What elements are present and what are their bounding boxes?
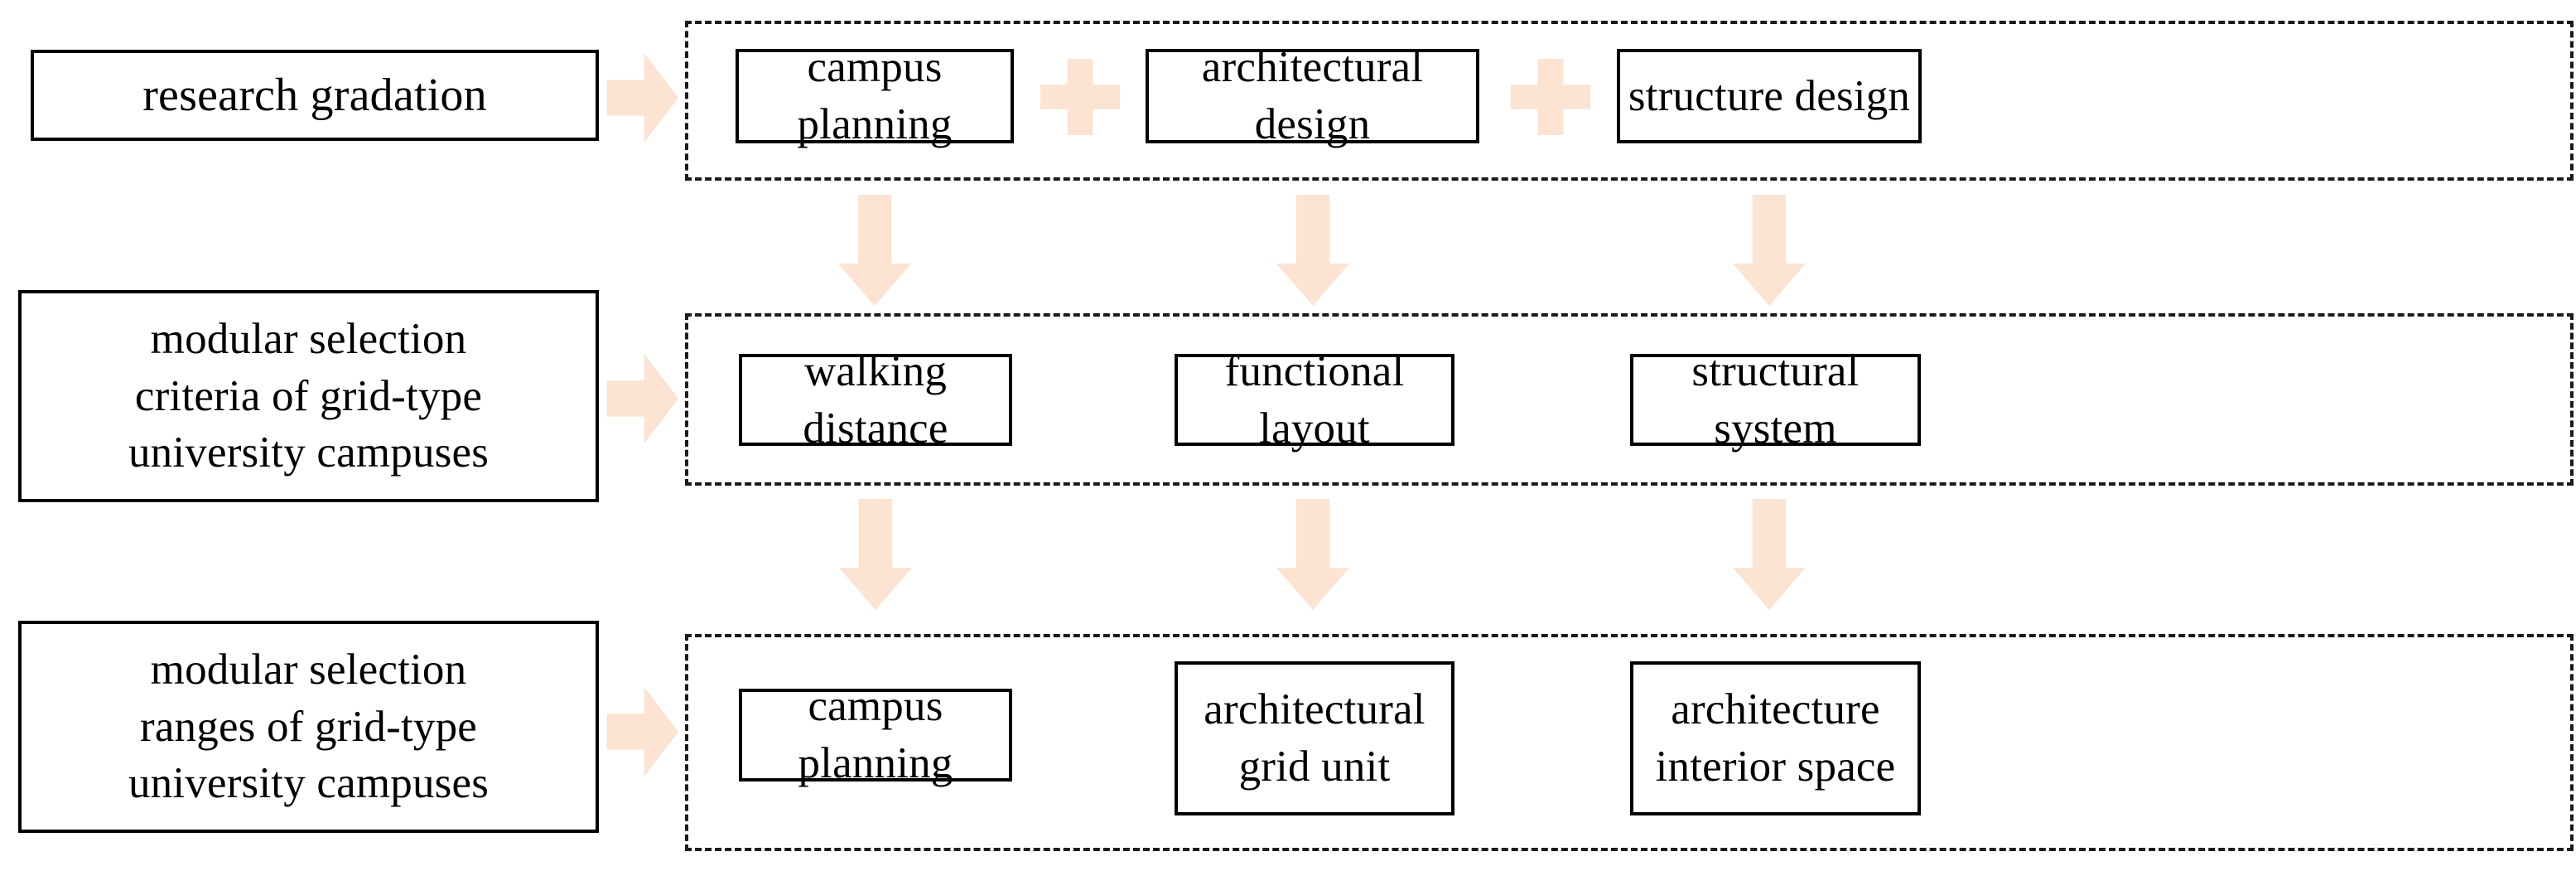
node-campus-planning-row-3: campus planning <box>739 682 1012 787</box>
node-campus-planning-row-1: campus planning <box>736 43 1014 148</box>
node-label: architecture interior space <box>1633 681 1918 796</box>
stage-label-line-2: ranges of grid-type <box>139 702 478 751</box>
stage-box-modular-selection-criteria: modular selection criteria of grid-type … <box>18 290 599 502</box>
node-label: campus planning <box>798 682 953 787</box>
stage-box-research-gradation: research gradation <box>31 50 599 141</box>
node-architectural-design-row-1: architectural design <box>1146 43 1479 148</box>
stage-label-line-2: criteria of grid-type <box>134 371 483 420</box>
stage-label-line-3: university campuses <box>128 759 490 808</box>
group-container-row-2 <box>685 313 2574 486</box>
down-arrow-icon-col-2-row-1-2 <box>1276 195 1349 306</box>
node-label: campus planning <box>797 43 953 148</box>
stage-label-row-3: modular selection ranges of grid-type un… <box>33 641 584 813</box>
node-architectural-grid-unit-row-3: architectural grid unit <box>1175 661 1454 815</box>
node-label-line-2: grid unit <box>1238 743 1391 791</box>
node-structural-system-row-2: structural system <box>1630 347 1921 452</box>
node-label: architectural design <box>1201 43 1424 148</box>
down-arrow-icon-col-1-row-1-2 <box>838 195 911 306</box>
node-label: walking distance <box>803 346 948 452</box>
node-label-line-2: interior space <box>1655 743 1896 791</box>
node-functional-layout-row-2: functional layout <box>1175 347 1454 452</box>
right-arrow-icon-row-1 <box>607 53 678 143</box>
node-label: structure design <box>1628 71 1911 120</box>
node-architecture-interior-space-row-3: architecture interior space <box>1630 661 1921 815</box>
down-arrow-icon-col-3-row-1-2 <box>1733 195 1806 306</box>
node-label-line-1: architecture <box>1671 685 1880 734</box>
node-label: functional layout <box>1224 346 1405 452</box>
node-label: structural system <box>1691 346 1860 452</box>
group-container-row-3 <box>685 634 2574 851</box>
right-arrow-icon-row-2 <box>607 354 678 443</box>
stage-label-row-2: modular selection criteria of grid-type … <box>33 311 584 482</box>
group-container-row-1 <box>685 21 2574 181</box>
stage-box-modular-selection-ranges: modular selection ranges of grid-type un… <box>18 621 599 833</box>
down-arrow-icon-col-3-row-2-3 <box>1733 499 1806 610</box>
stage-label-line-1: modular selection <box>150 314 467 363</box>
node-label: architectural grid unit <box>1178 681 1451 796</box>
down-arrow-icon-col-2-row-2-3 <box>1276 499 1349 610</box>
node-structure-design-row-1: structure design <box>1617 49 1922 143</box>
stage-label-line-3: university campuses <box>128 428 490 477</box>
node-label-line-1: architectural <box>1204 685 1425 734</box>
stage-label-line-1: modular selection <box>150 645 467 694</box>
down-arrow-icon-col-1-row-2-3 <box>839 499 912 610</box>
node-walking-distance-row-2: walking distance <box>739 347 1012 452</box>
right-arrow-icon-row-3 <box>607 687 678 777</box>
stage-label-row-1: research gradation <box>142 69 487 121</box>
